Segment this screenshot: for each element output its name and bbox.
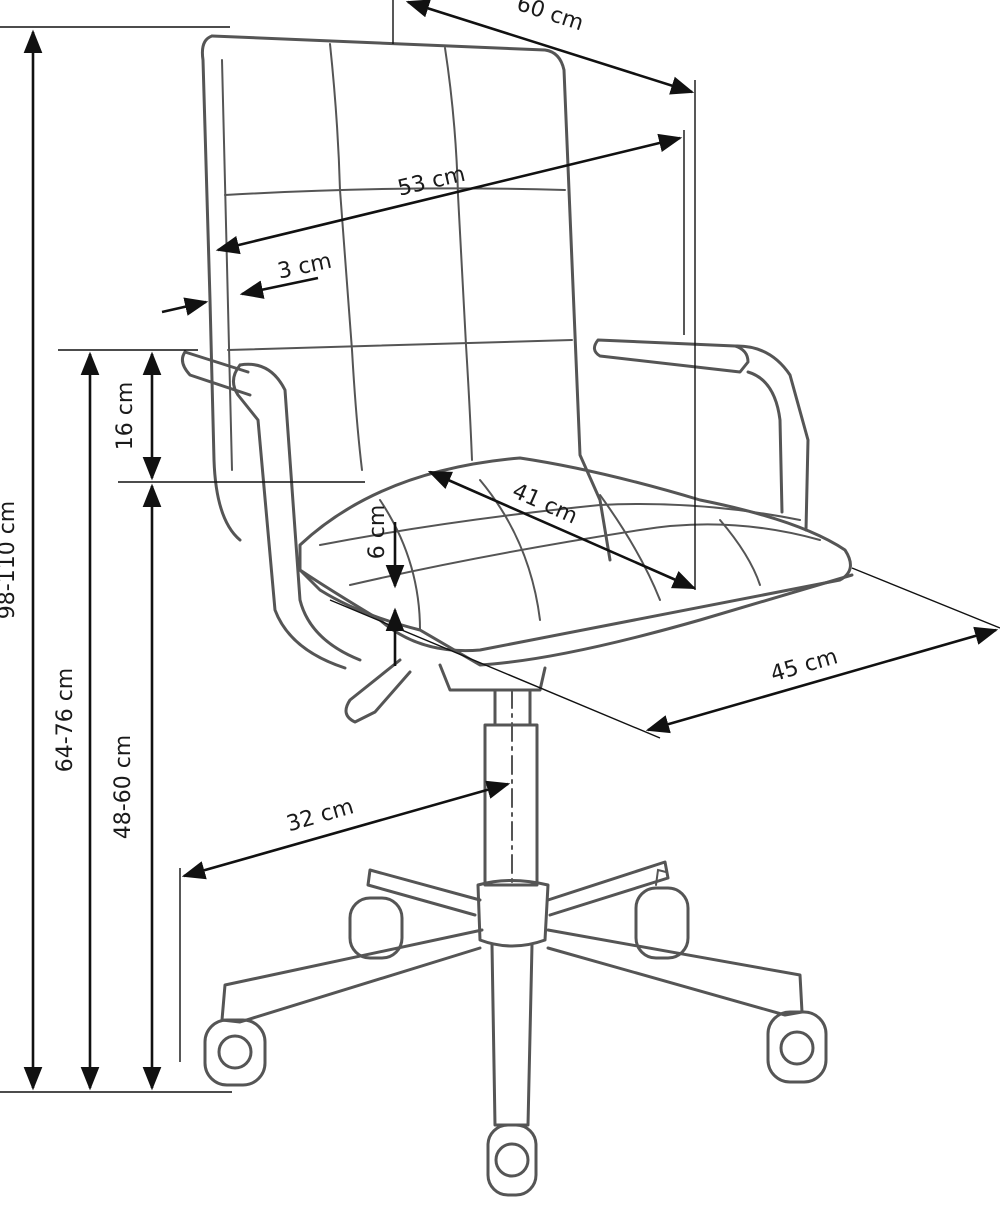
seat [298, 456, 854, 667]
overall-width-arrow [405, 0, 695, 95]
dimension-lines [0, 0, 1000, 1093]
caster-right [766, 1010, 828, 1084]
caster-front [486, 1123, 538, 1197]
seat-thickness-label: 6 cm [365, 505, 390, 560]
back-thickness-arrow-right [239, 276, 319, 299]
right-armrest [593, 338, 810, 532]
seat-height-label: 48-60 cm [111, 735, 136, 839]
caster-back-left [348, 896, 404, 960]
chair-illustration [180, 34, 854, 1197]
backrest-width-arrow [215, 133, 683, 255]
back-thickness-arrow-left [161, 297, 209, 316]
mechanism [344, 658, 547, 724]
back-thickness-label: 3 cm [275, 249, 334, 285]
seat-depth-label: 45 cm [768, 644, 841, 687]
total-height-label: 98-110 cm [0, 501, 20, 619]
left-armrest [180, 350, 362, 670]
gas-lift [476, 688, 550, 948]
backrest-width-label: 53 cm [395, 162, 467, 202]
dimension-labels: 98-110 cm 64-76 cm 48-60 cm 16 cm 6 cm 3… [0, 0, 841, 839]
armrest-above-seat-label: 16 cm [113, 382, 138, 451]
star-base [220, 860, 804, 1127]
seat-back-extension-line [851, 567, 1000, 629]
seat-width-arrow [427, 470, 697, 590]
overall-width-label: 60 cm [514, 0, 587, 36]
seat-depth-arrow [645, 626, 999, 734]
caster-left [203, 1018, 267, 1087]
armrest-height-label: 64-76 cm [53, 668, 78, 772]
base-radius-arrow [181, 780, 511, 880]
seat-front-extension-line [329, 599, 661, 739]
caster-back-right [634, 868, 690, 960]
